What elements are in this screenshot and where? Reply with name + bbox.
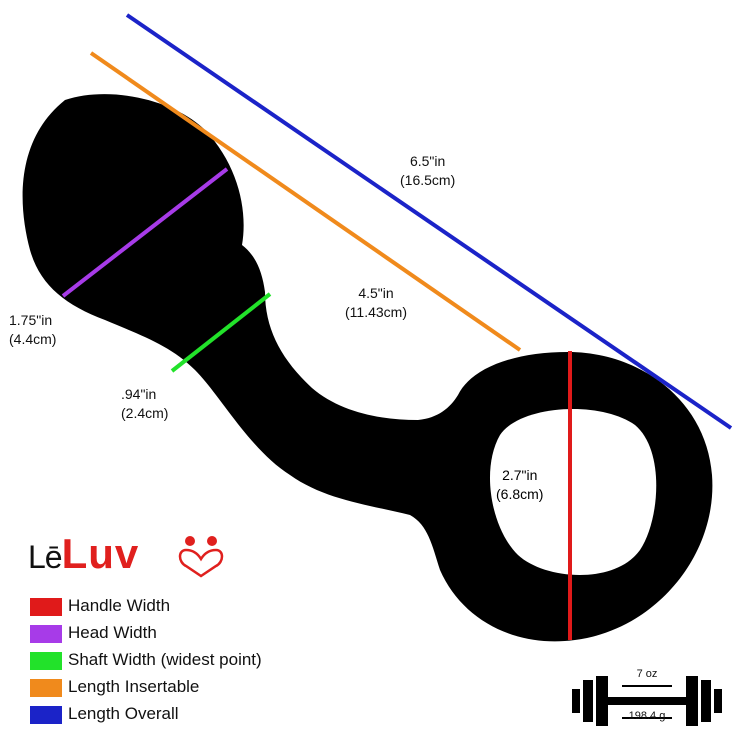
- brand-name: Luv: [61, 530, 140, 577]
- legend-label: Length Insertable: [68, 677, 200, 696]
- length-overall-line: [125, 13, 733, 430]
- legend-swatch: [30, 706, 62, 724]
- brand-logo: LēLuv: [28, 530, 224, 580]
- shaft-width-label: .94"in(2.4cm): [121, 386, 169, 421]
- legend-swatch: [30, 679, 62, 697]
- handle-ring-hole: [489, 408, 657, 575]
- legend-item-head-width: Head Width: [30, 623, 350, 643]
- legend-item-shaft-width: Shaft Width (widest point): [30, 650, 350, 670]
- weight-ounces: 7 oz: [636, 668, 658, 680]
- legend-label: Handle Width: [68, 596, 171, 615]
- weight-grams: 198.4 g: [628, 710, 666, 722]
- legend-item-length-overall: Length Overall: [30, 704, 350, 724]
- weight-indicator: 7 oz 198.4 g: [572, 664, 722, 730]
- length-overall-label: 6.5"in(16.5cm): [400, 153, 456, 188]
- length-insertable-label: 4.5"in(11.43cm): [345, 285, 407, 320]
- legend-swatch: [30, 625, 62, 643]
- legend-label: Head Width: [68, 623, 157, 642]
- head-width-label: 1.75"in(4.4cm): [9, 312, 57, 347]
- legend-item-handle-width: Handle Width: [30, 596, 350, 616]
- legend-item-length-insertable: Length Insertable: [30, 677, 350, 697]
- length-insertable-line: [89, 51, 522, 352]
- dumbbell-icon: [572, 676, 722, 726]
- shaft-width-line: [170, 292, 272, 373]
- legend-label: Length Overall: [68, 704, 179, 723]
- legend-label: Shaft Width (widest point): [68, 650, 262, 669]
- legend-swatch: [30, 652, 62, 670]
- heart-couple-icon: [178, 536, 224, 578]
- handle-width-label: 2.7"in(6.8cm): [496, 467, 544, 502]
- head-width-line: [61, 167, 229, 298]
- legend-swatch: [30, 598, 62, 616]
- brand-prefix: Lē: [28, 539, 63, 575]
